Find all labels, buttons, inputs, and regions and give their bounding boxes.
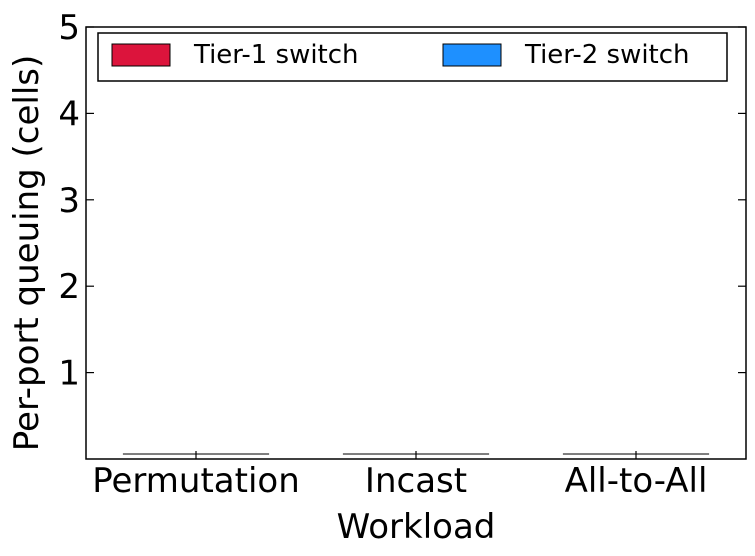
y-tick-label: 5 — [58, 8, 80, 48]
x-tick-label: All-to-All — [565, 461, 708, 501]
x-axis-label: Workload — [337, 507, 496, 547]
plot-frame — [85, 26, 747, 460]
legend-label-tier-2: Tier-2 switch — [524, 40, 690, 70]
y-ticks: 1 2 3 4 5 — [58, 8, 746, 394]
legend: Tier-1 switch Tier-2 switch — [97, 32, 728, 82]
x-tick-label: Permutation — [92, 461, 300, 501]
x-tick-label: Incast — [365, 461, 467, 501]
x-ticks: Permutation Incast All-to-All — [92, 451, 707, 501]
y-tick-label: 4 — [58, 94, 80, 134]
legend-swatch-tier-2 — [442, 43, 502, 67]
y-axis-label: Per-port queuing (cells) — [7, 55, 47, 452]
y-tick-label: 3 — [58, 181, 80, 221]
legend-label-tier-1: Tier-1 switch — [193, 40, 359, 70]
y-tick-label: 2 — [58, 267, 80, 307]
legend-box — [97, 32, 728, 82]
legend-swatch-tier-1 — [111, 43, 171, 67]
y-tick-label: 1 — [58, 354, 80, 394]
